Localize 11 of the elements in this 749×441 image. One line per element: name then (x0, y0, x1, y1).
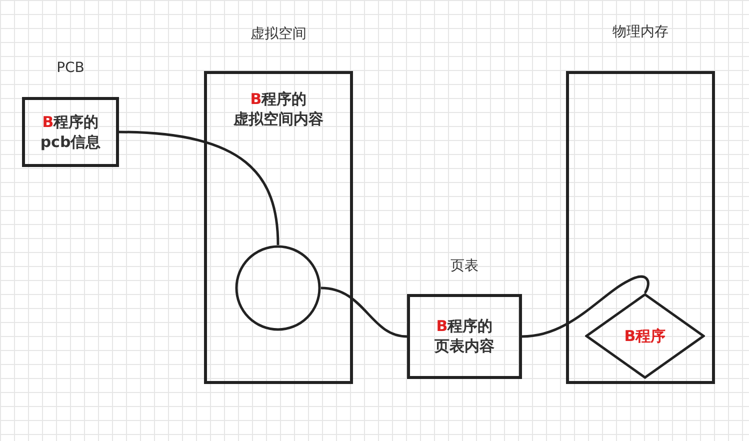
connector-line (522, 275, 650, 338)
box-text: B程序的虚拟空间内容 (232, 89, 324, 129)
heading-text: 页表 (450, 257, 480, 275)
box-text: B程序的页表内容 (433, 316, 496, 356)
box-text: B程序的pcb信息 (39, 112, 102, 152)
heading-text: PCB (56, 60, 86, 76)
connector-line (320, 286, 408, 338)
connector-line (118, 130, 280, 246)
heading-text: 物理内存 (612, 23, 670, 41)
box-text: B程序 (623, 326, 667, 346)
heading-text: 虚拟空间 (250, 25, 308, 43)
